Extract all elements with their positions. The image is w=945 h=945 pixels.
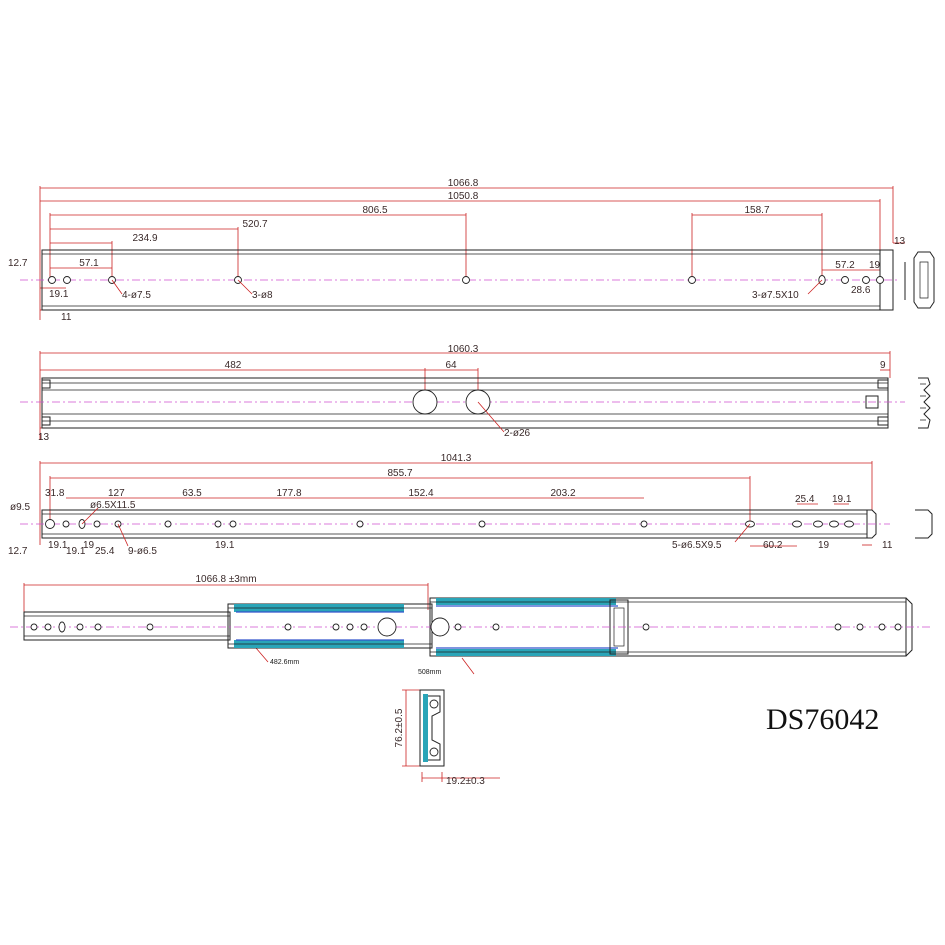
dim-13: 13	[894, 236, 906, 247]
dim-1041: 1041.3	[441, 453, 472, 464]
dim-19-1b: 19.1	[48, 540, 68, 551]
view-3-inner-member: 1041.3 855.7 ø9.5 31.8 127 63.5 177.8 15…	[8, 453, 933, 557]
hole-callout-b: 3-ø8	[252, 290, 273, 301]
dim-19-1c: 19.1	[66, 546, 86, 557]
dim-31-8: 31.8	[45, 488, 65, 499]
dim-177-8: 177.8	[276, 488, 301, 499]
dim-855: 855.7	[387, 468, 412, 479]
dim-60-2: 60.2	[763, 540, 783, 551]
dim-64: 64	[445, 360, 457, 371]
dim-19-1: 19.1	[49, 289, 69, 300]
dim-9: 9	[880, 360, 886, 371]
dim-25-4a: 25.4	[795, 494, 815, 505]
dim-11: 11	[882, 540, 893, 551]
dim-11: 11	[61, 312, 72, 323]
dim-482-6: 482.6mm	[270, 659, 299, 666]
model-number: DS76042	[766, 703, 879, 736]
dim-203-2: 203.2	[550, 488, 575, 499]
dim-1060: 1060.3	[448, 344, 479, 355]
hole-callout-c: 3-ø7.5X10	[752, 290, 799, 301]
dim-127: 127	[108, 488, 125, 499]
dim-12-7: 12.7	[8, 546, 28, 557]
dim-57b: 57.2	[835, 260, 855, 271]
hole-callout-a: 9-ø6.5	[128, 546, 157, 557]
dim-19-1d: 19.1	[215, 540, 235, 551]
dim-520: 520.7	[242, 219, 267, 230]
view-4-extended-assembly: 1066.8 ±3mm 482.6mm 508mm	[10, 574, 930, 676]
dim-28-6: 28.6	[851, 285, 871, 296]
view-1-outer-member: 1066.8 1050.8 806.5 520.7 234.9 158.7 57…	[8, 178, 935, 323]
dim-158: 158.7	[744, 205, 769, 216]
dim-234: 234.9	[132, 233, 157, 244]
dim-482: 482	[225, 360, 242, 371]
slot-callout: ø6.5X11.5	[90, 500, 136, 511]
dim-19: 19	[869, 260, 881, 271]
dim-12-7: 12.7	[8, 258, 28, 269]
dim-13: 13	[38, 432, 50, 443]
dim-9-5: ø9.5	[10, 502, 30, 513]
dim-508: 508mm	[418, 669, 442, 676]
view-2-intermediate-member: 1060.3 482 64 9 13 2-ø26	[20, 344, 931, 443]
dim-806: 806.5	[362, 205, 387, 216]
dim-19-1a: 19.1	[832, 494, 852, 505]
section-width: 19.2±0.3	[446, 776, 485, 787]
dim-overall: 1066.8	[448, 178, 479, 189]
dim-inner: 1050.8	[448, 191, 479, 202]
dim-152-4: 152.4	[408, 488, 433, 499]
dim-19b: 19	[818, 540, 830, 551]
cross-section: 76.2±0.5 19.2±0.3	[394, 689, 500, 787]
hole-callout-a: 4-ø7.5	[122, 290, 151, 301]
section-height: 76.2±0.5	[394, 708, 405, 747]
dim-63-5: 63.5	[182, 488, 202, 499]
hole-callout-b: 5-ø6.5X9.5	[672, 540, 722, 551]
dim-extended: 1066.8 ±3mm	[195, 574, 256, 585]
dim-57a: 57.1	[79, 258, 99, 269]
dim-25-4b: 25.4	[95, 546, 115, 557]
hole-callout: 2-ø26	[504, 428, 531, 439]
dim-19: 19	[83, 540, 95, 551]
